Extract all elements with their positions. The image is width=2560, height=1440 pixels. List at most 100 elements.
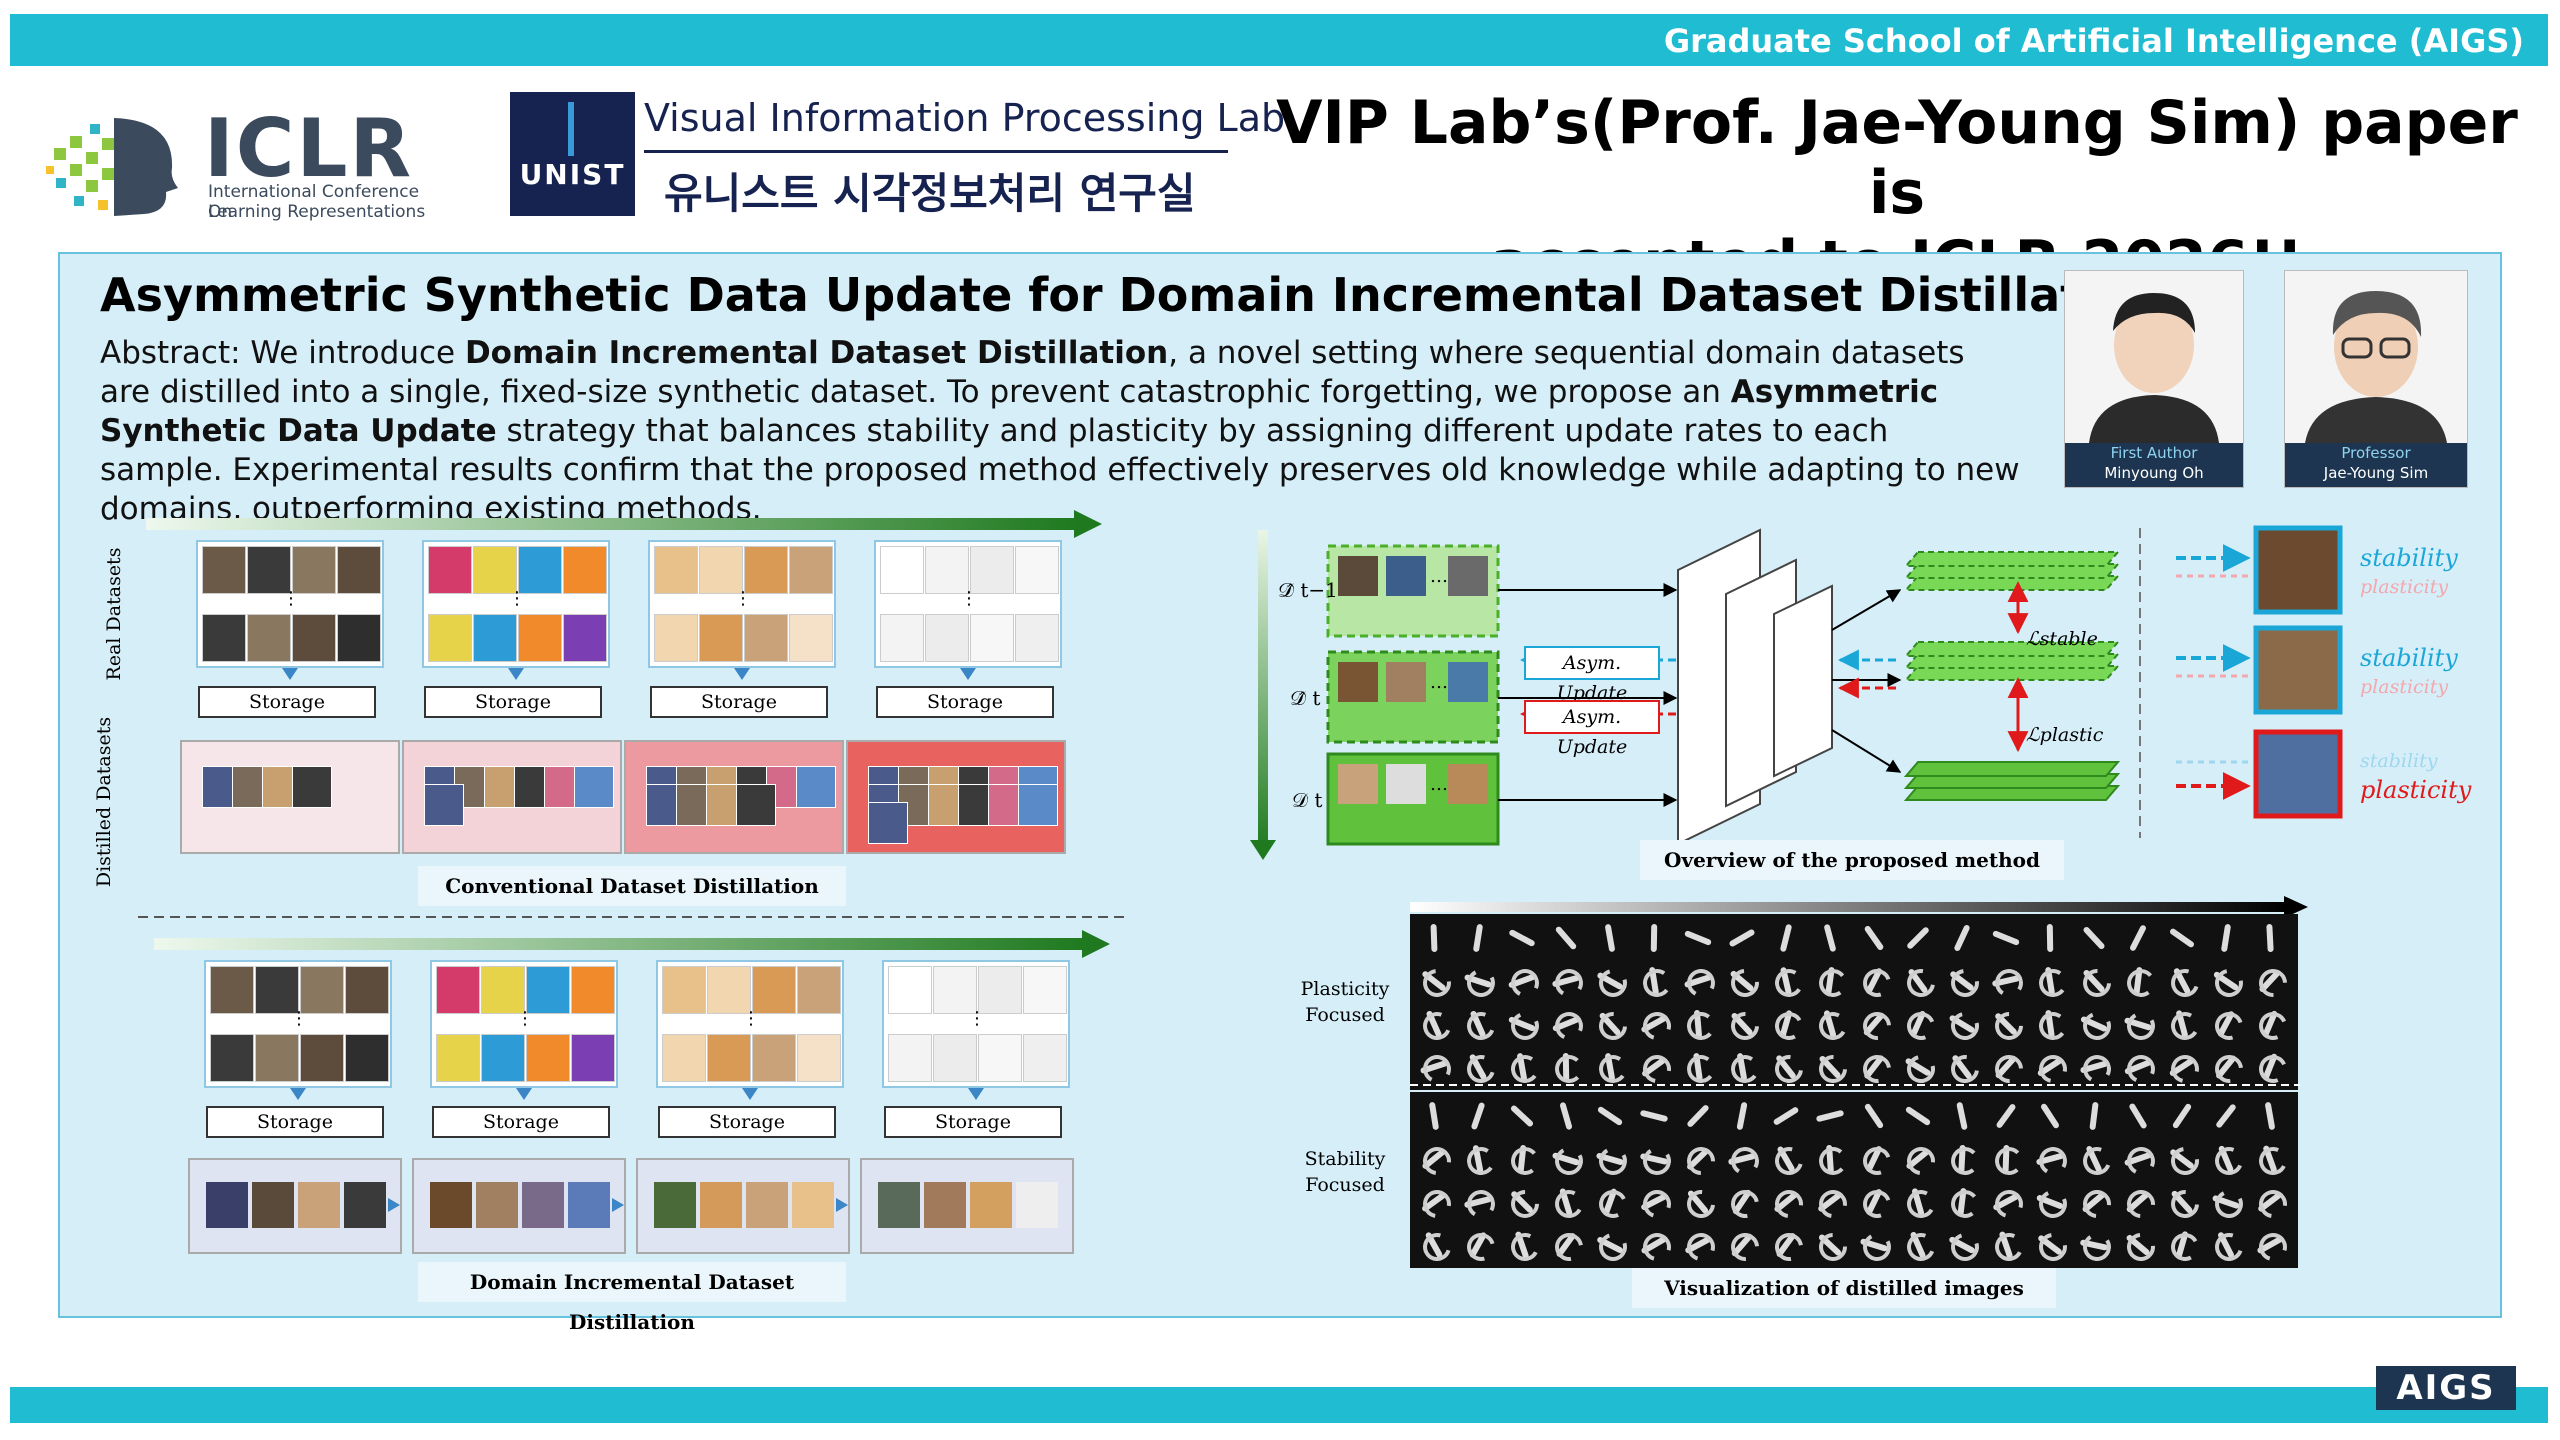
paper-title: Asymmetric Synthetic Data Update for Dom… — [100, 268, 2163, 322]
dataset-thumb — [473, 614, 517, 662]
distilled-thumb — [252, 1182, 294, 1228]
caption-domain-incremental: Domain Incremental Dataset Distillation — [418, 1262, 846, 1334]
distilled-digit — [2118, 1047, 2160, 1088]
distilled-digit — [1810, 1096, 1850, 1136]
distilled-digit — [2074, 1004, 2116, 1045]
distilled-digit — [1634, 1096, 1674, 1136]
distilled-thumb — [654, 1182, 696, 1228]
distilled-digit — [2206, 1225, 2248, 1266]
dataset-thumb — [571, 1034, 615, 1082]
distilled-digit — [1458, 1225, 1501, 1267]
dataset-thumb — [481, 966, 525, 1014]
distilled-thumb — [574, 766, 614, 808]
author-name: Minyoung Oh — [2104, 464, 2204, 482]
distilled-digit — [1502, 1225, 1543, 1265]
iclr-logo: ICLR International Conference On Learnin… — [44, 102, 444, 226]
distilled-digit — [1546, 1096, 1586, 1136]
dataset-thumb — [654, 614, 698, 662]
sample-thumb — [1448, 764, 1488, 804]
distilled-thumb — [344, 1182, 386, 1228]
distilled-digit — [1502, 1139, 1542, 1179]
asym-update-plastic: Asym. Update — [1524, 700, 1660, 758]
distilled-digit — [2250, 1139, 2291, 1179]
top-banner: Graduate School of Artificial Intelligen… — [10, 14, 2548, 66]
lab-name-en: Visual Information Processing Lab. — [644, 96, 1298, 140]
dataset-thumb — [654, 546, 698, 594]
down-arrow-icon — [508, 668, 524, 680]
distilled-digit — [1942, 1225, 1984, 1266]
distilled-digit — [1722, 1096, 1762, 1136]
distilled-digit — [1414, 1004, 1456, 1045]
distilled-digit — [1942, 1004, 1985, 1046]
sample-thumb — [1338, 556, 1378, 596]
dataset-thumb — [337, 614, 381, 662]
bottom-banner — [10, 1387, 2548, 1423]
ellipsis: ⋮ — [960, 588, 978, 609]
distilled-digit — [2162, 1096, 2202, 1136]
distilled-digit — [1722, 1004, 1765, 1046]
author-name: Jae-Young Sim — [2323, 464, 2429, 482]
distilled-digit — [1766, 961, 1806, 1001]
distilled-digit — [1634, 1004, 1677, 1046]
plasticity-grid — [1410, 914, 2298, 1090]
down-arrow-icon — [734, 668, 750, 680]
distilled-digit — [1986, 961, 2026, 1001]
down-arrow-icon — [282, 668, 298, 680]
dataset-thumb — [933, 966, 977, 1014]
distilled-digit — [2250, 1225, 2293, 1267]
distilled-digit — [2118, 918, 2158, 958]
distilled-digit — [1502, 1047, 1542, 1087]
distilled-datasets-label: Distilled Datasets — [93, 716, 115, 888]
distilled-digit — [1986, 1139, 2026, 1179]
right-arrow-icon — [836, 1198, 848, 1212]
distilled-thumb — [970, 1182, 1012, 1228]
distilled-digit — [1898, 918, 1938, 958]
distilled-digit — [2162, 918, 2202, 958]
dataset-thumb — [255, 966, 299, 1014]
distilled-digit — [1722, 1047, 1762, 1087]
banner-text: Graduate School of Artificial Intelligen… — [1663, 22, 2524, 60]
dataset-thumb — [789, 614, 833, 662]
distilled-digit — [2162, 1225, 2203, 1265]
distilled-digit — [1590, 918, 1630, 958]
distilled-digit — [1942, 1096, 1982, 1136]
distilled-digit — [1854, 1096, 1894, 1136]
distilled-digit — [1590, 1047, 1630, 1087]
distilled-thumb — [476, 1182, 518, 1228]
distilled-digit — [1546, 1182, 1587, 1222]
distilled-digit — [1502, 1096, 1542, 1136]
vis-dashed-divider — [1410, 1084, 2300, 1086]
author-role: First Author — [2110, 444, 2198, 462]
dataset-thumb — [1023, 966, 1067, 1014]
distilled-box — [846, 740, 1066, 854]
dataset-thumb — [473, 546, 517, 594]
unist-mark-icon — [568, 102, 574, 156]
ellipsis: ⋮ — [734, 588, 752, 609]
dataset-thumb — [707, 966, 751, 1014]
distilled-digit — [1854, 1004, 1897, 1046]
distilled-digit — [1986, 1096, 2026, 1136]
distilled-digit — [1898, 1096, 1938, 1136]
ellipsis: ⋮ — [742, 1008, 760, 1029]
distilled-digit — [2162, 1047, 2205, 1089]
sample-thumb — [1338, 764, 1378, 804]
distilled-digit — [1854, 1047, 1897, 1089]
distilled-digit — [1458, 1047, 1501, 1089]
distilled-digit — [2206, 918, 2246, 958]
distilled-digit — [1810, 961, 1850, 1001]
distilled-digit — [1678, 1182, 1721, 1224]
overview-diagram — [1250, 525, 2343, 860]
abstract-bold: Domain Incremental Dataset Distillation — [464, 335, 1169, 371]
distilled-digit — [2162, 1004, 2203, 1044]
stability-label: stability — [2360, 544, 2458, 572]
real-domain-box: ⋮ — [656, 960, 844, 1088]
distilled-digit — [1546, 1139, 1587, 1179]
real-domain-box: ⋮ — [648, 540, 836, 668]
right-arrow-icon — [612, 1198, 624, 1212]
plasticity-label: plasticity — [2360, 776, 2472, 804]
distilled-digit — [2118, 1004, 2159, 1044]
storage-box: Storage — [876, 686, 1054, 718]
iclr-sub1: International Conference On — [208, 182, 420, 222]
distilled-digit — [1414, 1096, 1454, 1136]
distilled-digit — [1898, 961, 1941, 1003]
